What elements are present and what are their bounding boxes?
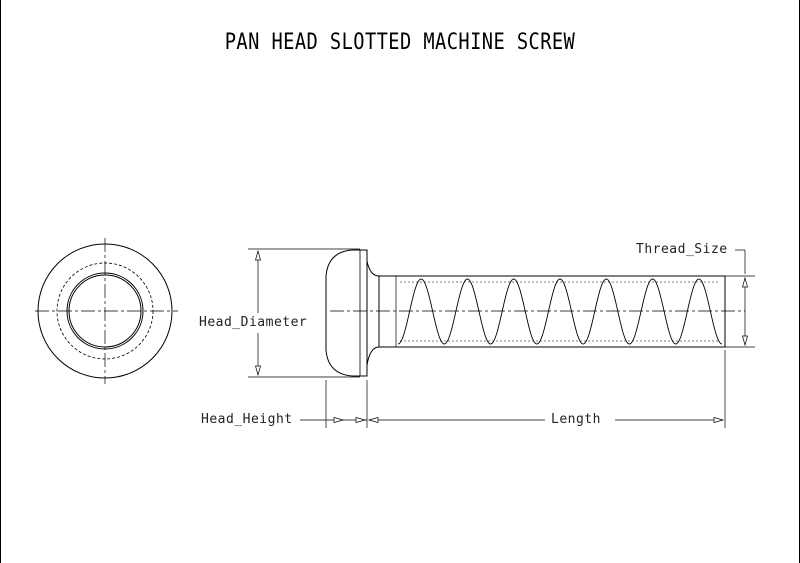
thread-helix xyxy=(397,278,723,345)
head-diameter-arrow-top xyxy=(255,249,261,261)
drawing-title: PAN HEAD SLOTTED MACHINE SCREW xyxy=(224,30,576,55)
head-height-arrow-left xyxy=(333,417,345,423)
head-height-arrow-right xyxy=(355,417,367,423)
length-label: Length xyxy=(549,412,603,427)
neck-fillet-bottom xyxy=(366,346,380,366)
screw-head-outline xyxy=(325,249,368,377)
length-arrow-left xyxy=(367,417,379,423)
thread-size-arrow-bottom xyxy=(742,335,748,347)
thread-size-label: Thread_Size xyxy=(634,242,730,257)
dimension-lines xyxy=(248,248,755,428)
head-height-label: Head_Height xyxy=(199,412,295,427)
head-diameter-arrow-bottom xyxy=(255,365,261,377)
head-diameter-label: Head_Diameter xyxy=(197,315,310,330)
end-view xyxy=(35,238,178,384)
side-view xyxy=(325,249,745,377)
length-arrow-right xyxy=(713,417,725,423)
thread-size-arrow-top xyxy=(742,276,748,288)
neck-fillet-top xyxy=(366,260,380,277)
